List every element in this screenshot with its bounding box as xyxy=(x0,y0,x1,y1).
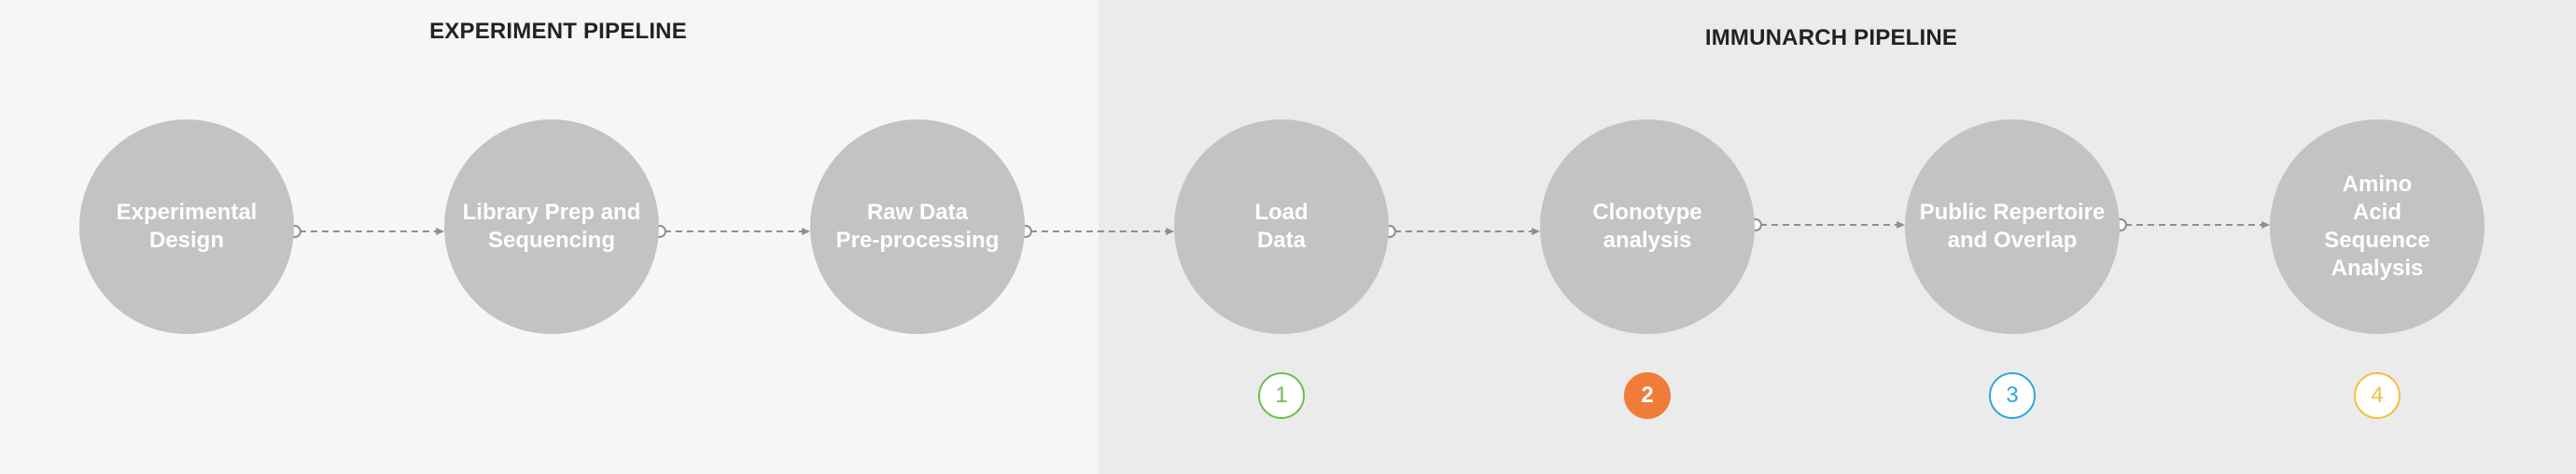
immunarch-pipeline-title: IMMUNARCH PIPELINE xyxy=(1704,25,1958,50)
step-node-load-data: Load Data xyxy=(1174,119,1389,334)
step-label: Clonotype analysis xyxy=(1592,200,1702,253)
step-label: Library Prep and Sequencing xyxy=(462,200,641,253)
step-label: Experimental Design xyxy=(116,200,258,253)
step-number-badge-4: 4 xyxy=(2354,372,2401,419)
step-number-badge-3: 3 xyxy=(1989,372,2036,419)
step-label: Public Repertoire and Overlap xyxy=(1919,200,2106,253)
step-node-public-repertoire-overlap: Public Repertoire and Overlap xyxy=(1905,119,2120,334)
step-number-badge-2: 2 xyxy=(1624,372,1671,419)
step-label: Amino Acid Sequence Analysis xyxy=(2324,172,2430,281)
step-node-amino-acid-sequence-analysis: Amino Acid Sequence Analysis xyxy=(2270,119,2485,334)
experiment-pipeline-title: EXPERIMENT PIPELINE xyxy=(429,19,687,44)
step-node-experimental-design: Experimental Design xyxy=(79,119,294,334)
step-node-clonotype-analysis: Clonotype analysis xyxy=(1540,119,1755,334)
step-node-library-prep: Library Prep and Sequencing xyxy=(444,119,659,334)
step-label: Load Data xyxy=(1254,200,1309,253)
step-number-badge-1: 1 xyxy=(1258,372,1305,419)
step-node-raw-data-preprocessing: Raw Data Pre-processing xyxy=(810,119,1025,334)
step-label: Raw Data Pre-processing xyxy=(835,200,1000,253)
